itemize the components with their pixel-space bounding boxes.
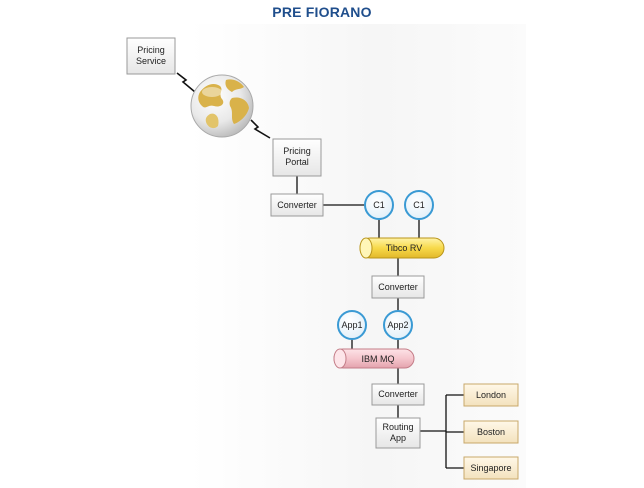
app1-label: App1: [341, 320, 362, 330]
c1-left-label: C1: [373, 200, 385, 210]
routing-app-label-line2: App: [390, 433, 406, 443]
boston-box: Boston: [463, 420, 519, 444]
c1-right-label: C1: [413, 200, 425, 210]
lightning-link-icon: [250, 119, 271, 139]
app2-label: App2: [387, 320, 408, 330]
converter-box-1: Converter: [270, 193, 324, 217]
converter-box-2: Converter: [371, 275, 425, 299]
singapore-box: Singapore: [463, 456, 519, 480]
converter-label: Converter: [378, 282, 418, 292]
tibco-rv-label: Tibco RV: [386, 243, 423, 253]
tibco-rv-bus: Tibco RV: [359, 237, 445, 259]
pricing-portal-box: Pricing Portal: [272, 138, 322, 177]
singapore-label: Singapore: [470, 463, 511, 473]
c1-node-left: C1: [364, 190, 394, 220]
ibm-mq-label: IBM MQ: [362, 354, 395, 364]
c1-node-right: C1: [404, 190, 434, 220]
routing-app-box: Routing App: [375, 417, 421, 449]
globe-icon: [190, 74, 254, 138]
pricing-portal-label-line2: Portal: [285, 157, 309, 167]
routing-app-label-line1: Routing: [382, 422, 413, 432]
app1-node: App1: [337, 310, 367, 340]
pricing-portal-label-line1: Pricing: [283, 146, 311, 156]
app2-node: App2: [383, 310, 413, 340]
pricing-service-label-line2: Service: [136, 56, 166, 66]
diagram-title: PRE FIORANO: [272, 4, 372, 20]
london-label: London: [476, 390, 506, 400]
pricing-service-box: Pricing Service: [126, 37, 176, 75]
pricing-service-label-line1: Pricing: [137, 45, 165, 55]
boston-label: Boston: [477, 427, 505, 437]
converter-box-3: Converter: [371, 383, 425, 406]
converter-label: Converter: [277, 200, 317, 210]
connectors: [296, 176, 464, 469]
ibm-mq-bus: IBM MQ: [333, 348, 415, 369]
london-box: London: [463, 383, 519, 407]
converter-label: Converter: [378, 389, 418, 399]
lightning-link-icon: [176, 72, 196, 93]
